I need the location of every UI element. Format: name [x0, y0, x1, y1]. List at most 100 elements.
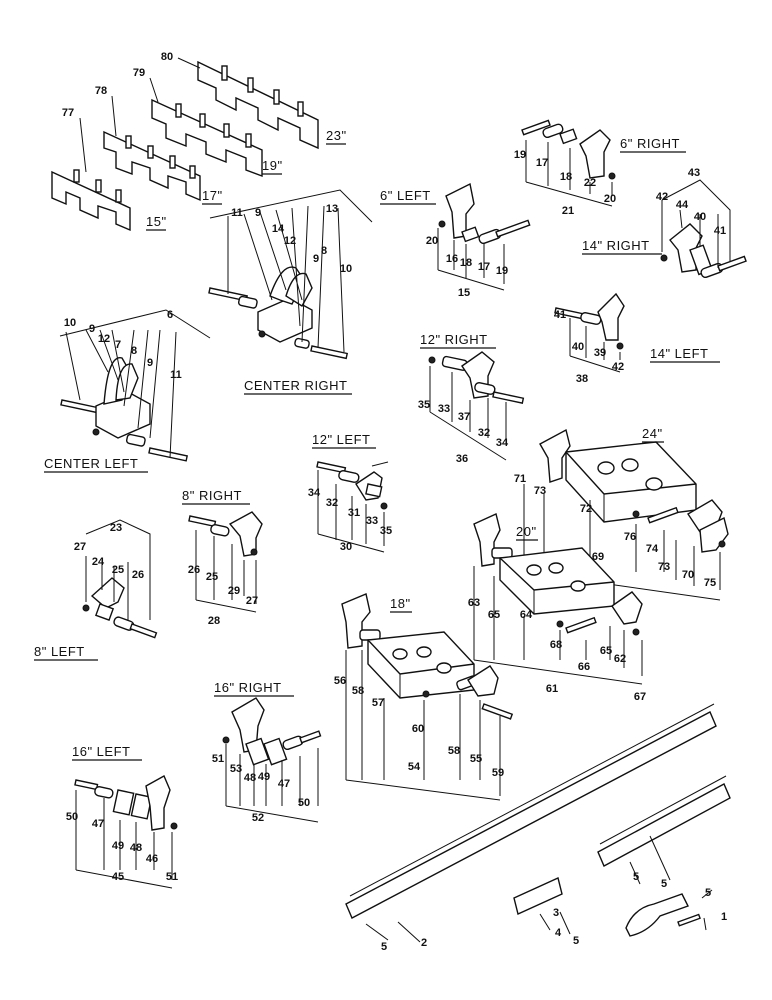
callout-number: 65 [488, 609, 500, 621]
paddle-15 [51, 117, 131, 232]
callout-number: 18 [560, 171, 572, 183]
callout-number: 61 [546, 683, 558, 695]
callout-number: 68 [550, 639, 562, 651]
right-14-assembly [660, 179, 747, 279]
assembly-label-paddle-23: 23" [326, 128, 347, 143]
callout-number: 74 [646, 543, 659, 555]
assembly-label-right-8: 8" RIGHT [182, 488, 242, 503]
callout-number: 22 [584, 177, 596, 189]
callout-number: 10 [64, 317, 76, 329]
callout-number: 75 [704, 577, 716, 589]
callout-number: 72 [580, 503, 592, 515]
callout-number: 35 [380, 525, 392, 537]
callout-number: 73 [658, 561, 670, 573]
callout-number: 3 [553, 907, 559, 919]
assembly-label-left-8: 8" LEFT [34, 644, 85, 659]
paddle-19 [149, 77, 263, 178]
callout-number: 12 [284, 235, 296, 247]
right-6-assembly [521, 119, 616, 207]
chain-short [597, 775, 731, 867]
callout-number: 5 [381, 941, 387, 953]
callout-number: 27 [74, 541, 86, 553]
callout-number: 51 [212, 753, 224, 765]
callout-number: 37 [458, 411, 470, 423]
callout-number: 13 [326, 203, 338, 215]
callout-number: 11 [170, 369, 182, 381]
callout-number: 1 [721, 911, 727, 923]
callout-number: 34 [496, 437, 509, 449]
callout-number: 33 [366, 515, 378, 527]
callout-number: 31 [348, 507, 360, 519]
callout-number: 35 [418, 399, 430, 411]
left-14-assembly [554, 292, 625, 373]
callout-number: 42 [612, 361, 624, 373]
callout-number: 56 [334, 675, 346, 687]
callout-number: 4 [555, 927, 562, 939]
callout-number: 62 [614, 653, 626, 665]
assembly-label-center-right: CENTER RIGHT [244, 378, 348, 393]
callout-number: 49 [258, 771, 270, 783]
callout-number: 9 [255, 207, 261, 219]
callout-number: 41 [554, 309, 566, 321]
callout-number: 17 [478, 261, 490, 273]
assembly-label-right-14: 14" RIGHT [582, 238, 650, 253]
callout-number: 5 [573, 935, 579, 947]
callout-number: 40 [572, 341, 584, 353]
callout-number: 66 [578, 661, 590, 673]
callout-number: 5 [661, 878, 667, 890]
callout-number: 25 [112, 564, 124, 576]
bar-18-assembly [341, 593, 514, 801]
callout-number: 26 [132, 569, 144, 581]
assembly-label-left-14: 14" LEFT [650, 346, 708, 361]
callout-number: 20 [604, 193, 616, 205]
assembly-label-left-6: 6" LEFT [380, 188, 431, 203]
paddle-23 [177, 57, 319, 150]
callout-number: 23 [110, 522, 122, 534]
chain-long [345, 703, 717, 919]
left-6-assembly [437, 182, 531, 291]
callout-number: 54 [408, 761, 421, 773]
callout-number: 49 [112, 840, 124, 852]
assembly-label-right-16: 16" RIGHT [214, 680, 282, 695]
bar-20-assembly [473, 513, 643, 685]
callout-number: 19 [496, 265, 508, 277]
assembly-label-paddle-15: 15" [146, 214, 167, 229]
callout-number: 27 [246, 595, 258, 607]
callout-number: 71 [514, 473, 526, 485]
callout-number: 58 [448, 745, 460, 757]
callout-number: 65 [600, 645, 612, 657]
callout-number: 10 [340, 263, 352, 275]
center-right-assembly [208, 189, 373, 360]
callout-number: 18 [460, 257, 472, 269]
callout-number: 9 [147, 357, 153, 369]
callout-number: 53 [230, 763, 242, 775]
callout-number: 33 [438, 403, 450, 415]
callout-number: 50 [66, 811, 78, 823]
assembly-label-bar-24: 24" [642, 426, 663, 441]
callout-number: 8 [131, 345, 137, 357]
callout-number: 29 [228, 585, 240, 597]
callout-number: 41 [714, 225, 726, 237]
callout-number: 30 [340, 541, 352, 553]
callout-number: 25 [206, 571, 218, 583]
callout-number: 60 [412, 723, 424, 735]
left-16-assembly [74, 775, 178, 889]
center-left-assembly [59, 309, 211, 462]
callout-number: 59 [492, 767, 504, 779]
callout-number: 16 [446, 253, 458, 265]
bar-24-assembly [523, 428, 729, 601]
left-8-assembly [82, 519, 158, 639]
callout-number: 80 [161, 51, 173, 63]
callout-number: 8 [321, 245, 327, 257]
callout-number: 17 [536, 157, 548, 169]
callout-number: 48 [244, 772, 256, 784]
assembly-label-bar-18: 18" [390, 596, 411, 611]
callout-number: 39 [594, 347, 606, 359]
callout-number: 34 [308, 487, 321, 499]
callout-number: 5 [705, 887, 711, 899]
callout-number: 7 [115, 339, 121, 351]
callout-number: 14 [272, 223, 285, 235]
callout-number: 69 [592, 551, 604, 563]
callout-number: 28 [208, 615, 220, 627]
